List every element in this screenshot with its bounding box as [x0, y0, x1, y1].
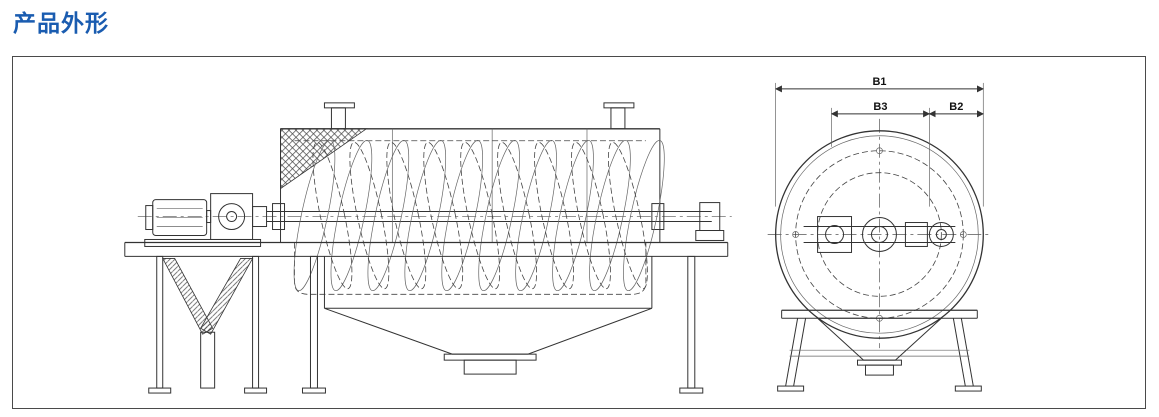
drive-unit [144, 193, 268, 247]
end-stand [777, 309, 982, 392]
side-view [124, 102, 732, 394]
support-legs [301, 255, 704, 394]
drum-circles [775, 130, 984, 339]
dimension-label-b2: B2 [949, 101, 963, 113]
left-support [148, 255, 268, 394]
page-title: 产品外形 [13, 10, 109, 36]
end-view: B1 B3 B2 [767, 76, 992, 392]
figure-frame: B1 B3 B2 [12, 56, 1146, 409]
discharge-hopper [323, 256, 653, 375]
dimension-label-b3: B3 [873, 101, 887, 113]
dimension-label-b1: B1 [872, 76, 886, 88]
trough-tank [280, 102, 661, 295]
technical-drawing: B1 B3 B2 [124, 76, 992, 394]
spiral-flights [293, 140, 665, 292]
frame-beam [124, 241, 729, 257]
dimension-lines: B1 B3 B2 [774, 76, 984, 207]
screw-shaft [266, 202, 725, 241]
center-drive [803, 216, 956, 253]
